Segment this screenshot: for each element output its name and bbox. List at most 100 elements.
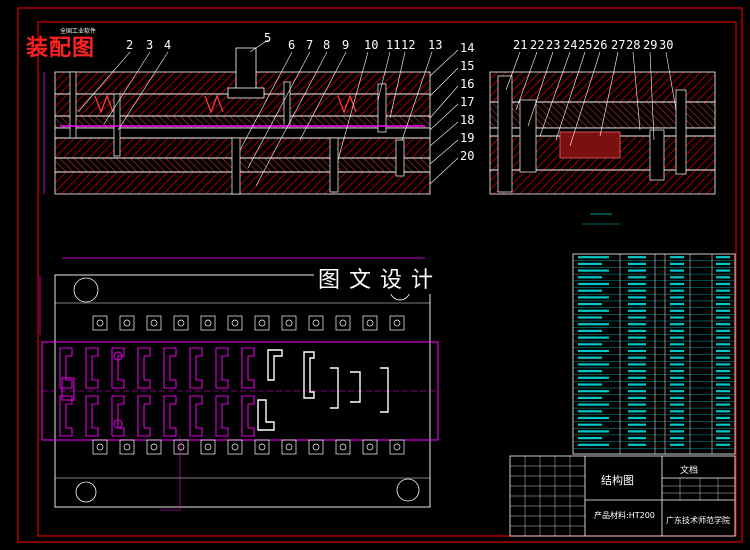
strip-station xyxy=(215,395,229,437)
screw-head xyxy=(362,315,378,331)
part-number-label: 10 xyxy=(364,38,378,52)
table-cell-mark xyxy=(716,356,730,359)
table-cell-mark xyxy=(670,282,684,286)
table-cell-mark xyxy=(628,309,646,312)
screw-hole xyxy=(231,443,239,451)
pilot-hole xyxy=(113,351,123,361)
part-number-label: 18 xyxy=(460,113,474,127)
drawing-frame-outer xyxy=(17,7,743,543)
table-cell-mark xyxy=(628,396,646,399)
table-cell-mark xyxy=(716,416,730,420)
title-block-drawing-name: 结构图 xyxy=(601,474,634,487)
screw-hole xyxy=(150,443,158,451)
table-cell-mark xyxy=(716,443,730,446)
side-section-view xyxy=(489,51,716,225)
screw-head xyxy=(308,439,324,455)
table-cell-mark xyxy=(628,269,646,272)
table-cell-mark xyxy=(670,316,684,319)
table-cell-mark xyxy=(628,343,646,346)
table-cell-mark xyxy=(628,303,646,306)
table-cell-mark xyxy=(716,370,730,373)
strip-station xyxy=(59,395,73,437)
table-cell-mark xyxy=(628,370,646,373)
screw-hole xyxy=(204,443,212,451)
part-number-label: 30 xyxy=(659,38,673,52)
table-cell-mark xyxy=(628,383,646,386)
table-cell-mark xyxy=(670,410,684,413)
table-cell-mark xyxy=(578,276,602,279)
pilot-hole xyxy=(113,419,123,429)
part-number-label: 8 xyxy=(323,38,330,52)
screw-hole xyxy=(96,319,104,327)
table-cell-mark xyxy=(628,262,646,265)
table-cell-mark xyxy=(716,303,730,306)
part-number-label: 19 xyxy=(460,131,474,145)
table-cell-mark xyxy=(670,296,684,299)
screw-hole xyxy=(177,443,185,451)
table-cell-mark xyxy=(716,383,730,386)
table-cell-mark xyxy=(578,289,602,292)
screw-hole xyxy=(312,319,320,327)
screw-hole xyxy=(123,319,131,327)
table-cell-mark xyxy=(670,269,684,272)
table-cell-mark xyxy=(670,383,684,386)
part-number-label: 28 xyxy=(626,38,640,52)
table-cell-mark xyxy=(716,403,730,406)
table-cell-mark xyxy=(670,390,684,393)
table-cell-mark xyxy=(628,256,646,259)
plan-view xyxy=(39,257,439,511)
table-cell-mark xyxy=(670,349,684,353)
table-cell-mark xyxy=(670,396,684,399)
screw-hole xyxy=(312,443,320,451)
table-cell-mark xyxy=(628,316,646,319)
part-number-label: 6 xyxy=(288,38,295,52)
table-cell-mark xyxy=(716,430,730,433)
part-number-label: 14 xyxy=(460,41,474,55)
screw-head xyxy=(173,315,189,331)
table-cell-mark xyxy=(670,403,684,406)
strip-station xyxy=(137,395,151,437)
part-number-label: 9 xyxy=(342,38,349,52)
part-number-label: 27 xyxy=(611,38,625,52)
screw-hole xyxy=(366,443,374,451)
table-cell-mark xyxy=(716,423,730,426)
table-cell-mark xyxy=(578,396,602,399)
screw-head xyxy=(335,315,351,331)
front-section-view xyxy=(43,39,459,195)
table-cell-mark xyxy=(628,403,646,406)
table-cell-mark xyxy=(716,269,730,272)
table-cell-mark xyxy=(628,336,646,339)
screw-head xyxy=(281,315,297,331)
screw-hole xyxy=(339,319,347,327)
screw-hole xyxy=(204,319,212,327)
title-block-document-type: 文档 xyxy=(680,466,699,476)
screw-hole xyxy=(123,443,131,451)
title-block-material: 产品材料:HT200 xyxy=(594,510,655,521)
title-block xyxy=(509,455,736,537)
table-cell-mark xyxy=(670,356,684,359)
table-cell-mark xyxy=(628,376,646,379)
table-cell-mark xyxy=(578,370,602,373)
screw-head xyxy=(227,439,243,455)
table-cell-mark xyxy=(628,323,646,326)
table-cell-mark xyxy=(670,370,684,373)
table-cell-mark xyxy=(670,289,684,292)
table-cell-mark xyxy=(578,443,609,446)
part-number-label: 23 xyxy=(546,38,560,52)
part-number-label: 7 xyxy=(306,38,313,52)
table-cell-mark xyxy=(670,276,684,279)
material-value: HT200 xyxy=(628,511,655,520)
screw-hole xyxy=(96,443,104,451)
strip-station xyxy=(189,395,203,437)
table-cell-mark xyxy=(716,363,730,366)
strip-station xyxy=(85,347,99,389)
table-cell-mark xyxy=(716,376,730,379)
parts-list-table xyxy=(572,253,736,455)
screw-hole xyxy=(231,319,239,327)
table-cell-mark xyxy=(716,437,730,440)
drawing-title: 装配图 xyxy=(26,36,96,61)
part-number-label: 17 xyxy=(460,95,474,109)
table-cell-mark xyxy=(578,316,602,319)
table-cell-mark xyxy=(578,329,602,332)
screw-head xyxy=(389,439,405,455)
